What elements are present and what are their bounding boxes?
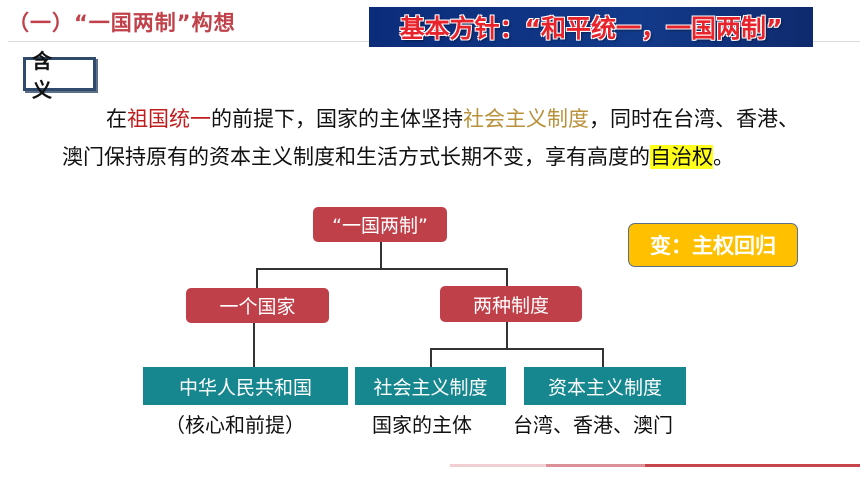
connector-root-down: [380, 242, 382, 269]
definition-paragraph: 在祖国统一的前提下，国家的主体坚持社会主义制度，同时在台湾、香港、 澳门保持原有…: [62, 100, 860, 176]
text-segment: 。: [713, 145, 734, 169]
paragraph-line-2: 澳门保持原有的资本主义制度和生活方式长期不变，享有高度的自治权。: [62, 138, 860, 176]
connector-systems-down: [506, 322, 508, 348]
decorative-line-light: [450, 464, 546, 467]
emphasis-reunification: 祖国统一: [127, 107, 211, 131]
connector-left-drop: [256, 268, 258, 288]
policy-banner-text: 基本方针：“和平统一，一国两制”: [399, 14, 783, 43]
text-segment: ，同时在台湾、香港、: [589, 107, 799, 131]
caption-main-body: 国家的主体: [372, 413, 472, 437]
connector-capitalist-drop: [602, 348, 604, 367]
connector-level1-bar: [256, 268, 508, 270]
node-prc: 中华人民共和国: [143, 367, 348, 405]
caption-regions: 台湾、香港、澳门: [513, 413, 673, 437]
policy-banner: 基本方针：“和平统一，一国两制”: [369, 7, 813, 47]
decorative-line-dark: [645, 464, 860, 467]
meaning-badge: 含 义: [23, 49, 96, 102]
paragraph-line-1: 在祖国统一的前提下，国家的主体坚持社会主义制度，同时在台湾、香港、: [62, 100, 860, 138]
node-socialist-system: 社会主义制度: [355, 367, 506, 405]
emphasis-socialist-system: 社会主义制度: [463, 107, 589, 131]
connector-country-down: [253, 322, 255, 367]
connector-right-drop: [506, 268, 508, 288]
text-segment: 在: [106, 107, 127, 131]
text-segment: 的前提下，国家的主体坚持: [211, 107, 463, 131]
decorative-line-mid: [546, 464, 645, 467]
section-title: （一）“一国两制”构想: [8, 11, 236, 35]
node-one-country-two-systems: “一国两制”: [313, 207, 447, 242]
meaning-badge-label: 含 义: [32, 49, 58, 102]
connector-socialist-drop: [430, 348, 432, 367]
node-capitalist-system: 资本主义制度: [524, 367, 686, 405]
caption-core-premise: （核心和前提）: [165, 413, 305, 437]
note-sovereignty-return: 变：主权回归: [628, 223, 798, 267]
node-two-systems: 两种制度: [440, 286, 582, 322]
node-one-country: 一个国家: [186, 288, 329, 323]
connector-level2-bar: [430, 348, 604, 350]
emphasis-autonomy: 自治权: [650, 145, 713, 169]
text-segment: 澳门保持原有的资本主义制度和生活方式长期不变，享有高度的: [62, 145, 650, 169]
